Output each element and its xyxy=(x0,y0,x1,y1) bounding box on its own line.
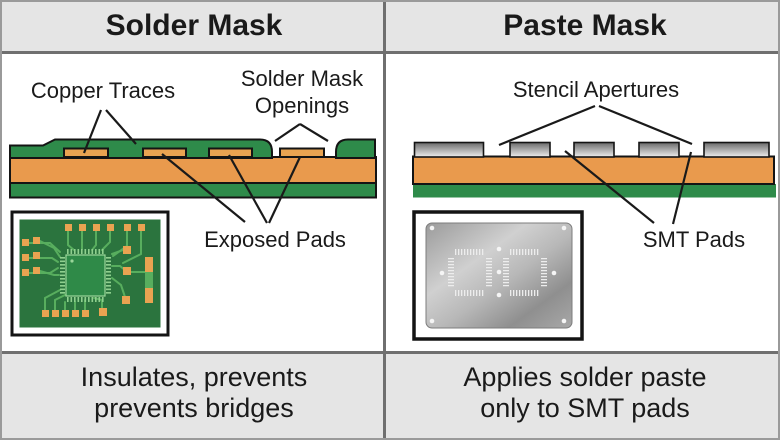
substrate-layer xyxy=(413,184,776,198)
stencil-holes xyxy=(429,225,567,324)
stencil-photo xyxy=(412,210,584,341)
caption-paste-mask-line2: only to SMT pads xyxy=(480,393,690,423)
caption-solder-mask: Insulates, prevents prevents bridges xyxy=(81,362,308,424)
header-band xyxy=(2,2,778,54)
stencil-segment xyxy=(413,141,485,158)
caption-solder-mask-line2: prevents bridges xyxy=(94,393,294,423)
copper-trace xyxy=(208,147,253,158)
label-solder-mask-openings: Solder Mask Openings xyxy=(241,65,363,119)
leader-mask-opening xyxy=(299,123,329,142)
leader-lines-right xyxy=(498,104,693,225)
copper-layer xyxy=(9,156,377,184)
leader-stencil-apertures xyxy=(598,104,693,146)
pcb-qfp-footprint xyxy=(60,249,111,302)
substrate-layer xyxy=(9,180,377,199)
label-smt-pads: SMT Pads xyxy=(642,227,746,252)
pcb-photo-frame xyxy=(10,210,170,337)
stencil-qfp-apertures xyxy=(448,249,547,296)
pcb-board xyxy=(19,219,161,328)
leader-smt-pads xyxy=(564,150,655,224)
header-paste-mask: Paste Mask xyxy=(503,9,667,42)
copper-trace xyxy=(142,147,187,158)
label-copper-traces: Copper Traces xyxy=(30,78,176,103)
pcb-photo xyxy=(10,210,170,337)
leader-exposed-pads xyxy=(268,156,301,224)
leader-stencil-apertures xyxy=(498,104,596,147)
caption-band xyxy=(2,351,778,438)
caption-solder-mask-line1: Insulates, prevents xyxy=(80,362,308,392)
stencil-segment xyxy=(638,141,680,158)
caption-paste-mask: Applies solder paste only to SMT pads xyxy=(463,362,706,424)
leader-lines-left xyxy=(82,109,329,224)
pcb-edge-connector xyxy=(145,257,153,303)
stencil-segment xyxy=(573,141,615,158)
stencil-photo-frame xyxy=(412,210,584,341)
label-solder-mask-openings-line1: Solder Mask xyxy=(240,66,364,91)
stencil-segment xyxy=(509,141,551,158)
leader-copper-traces xyxy=(105,109,137,145)
leader-copper-traces xyxy=(82,109,103,154)
leader-smt-pads xyxy=(671,151,693,225)
copper-layer xyxy=(412,155,775,185)
solder-mask-layer-left xyxy=(9,138,273,159)
column-divider xyxy=(383,2,386,438)
leader-exposed-pads xyxy=(161,153,246,223)
paste-mask-cross-section xyxy=(412,141,776,198)
header-solder-mask: Solder Mask xyxy=(105,9,283,42)
copper-trace xyxy=(63,147,109,158)
label-stencil-apertures: Stencil Apertures xyxy=(512,77,680,102)
label-exposed-pads: Exposed Pads xyxy=(204,227,346,252)
exposed-pad xyxy=(279,147,325,158)
pcb-pads xyxy=(22,224,145,317)
pcb-traces xyxy=(28,230,147,311)
solder-mask-cross-section xyxy=(9,138,377,199)
leader-exposed-pads xyxy=(228,154,268,224)
solder-mask-layer-right xyxy=(335,138,376,159)
label-solder-mask-openings-line2: Openings xyxy=(254,93,350,118)
stencil-plate xyxy=(425,222,573,329)
leader-mask-opening xyxy=(274,123,301,142)
caption-paste-mask-line1: Applies solder paste xyxy=(463,362,707,392)
stencil-segment xyxy=(703,141,770,158)
